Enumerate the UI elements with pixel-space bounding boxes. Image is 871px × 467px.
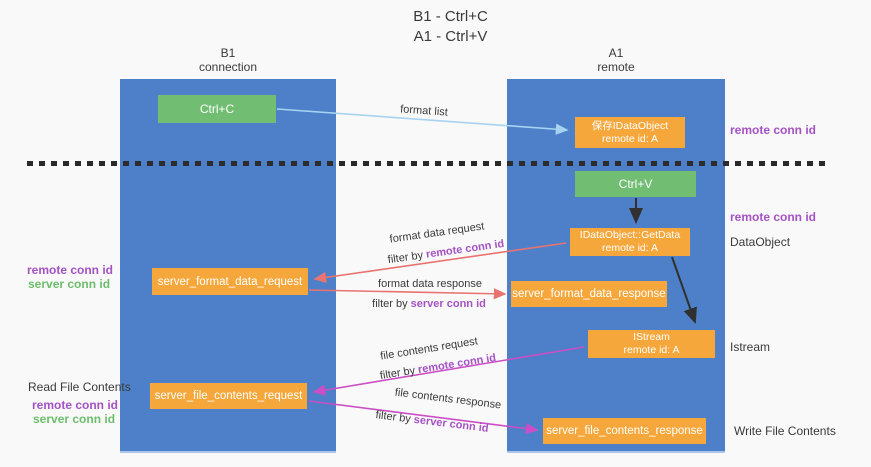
file-contents-response-arrow-label: file contents response (394, 386, 502, 412)
server-file-contents-request-label: server_file_contents_request (154, 390, 303, 402)
column-a1-name: A1 (608, 46, 624, 60)
remote-conn-id-label-left-1: remote conn id (27, 263, 114, 277)
istream-line1: IStream (633, 331, 670, 343)
filter-prefix-1: filter by (387, 248, 427, 267)
format-data-response-arrow-label: format data response (378, 278, 482, 290)
istream-box: IStream remote id: A (588, 330, 715, 358)
ctrl-c-label: Ctrl+C (199, 102, 235, 116)
server-format-data-response-label: server_format_data_response (512, 288, 666, 300)
filter-by-server-conn-id-label-1: filter by server conn id (372, 298, 486, 310)
getdata-line2: remote id: A (601, 242, 659, 254)
filter-value-4: server conn id (413, 413, 490, 435)
ctrl-v-label: Ctrl+V (618, 177, 653, 191)
filter-value-2: server conn id (410, 298, 486, 310)
title-line-2: A1 - Ctrl+V (413, 28, 488, 45)
remote-conn-id-label-mid-right: remote conn id (730, 210, 817, 224)
read-file-contents-label: Read File Contents (28, 380, 131, 394)
istream-line2: remote id: A (623, 344, 680, 356)
saved-idataobject-line2: remote id: A (601, 132, 659, 145)
column-b1-role: connection (198, 60, 258, 74)
idataobject-getdata-box: IDataObject::GetData remote id: A (570, 228, 690, 256)
ctrl-c-box: Ctrl+C (158, 95, 276, 123)
filter-by-server-conn-id-label-2: filter by server conn id (375, 409, 489, 435)
saved-idataobject-line1: 保存IDataObject (591, 119, 669, 132)
remote-conn-id-label-top-right: remote conn id (730, 123, 817, 137)
filter-prefix-2: filter by (372, 298, 411, 310)
server-format-data-response-box: server_format_data_response (511, 281, 667, 307)
server-format-data-request-box: server_format_data_request (152, 268, 308, 295)
saved-idataobject-box: 保存IDataObject remote id: A (575, 117, 685, 148)
title-line-1: B1 - Ctrl+C (413, 8, 488, 25)
column-b1-name: B1 (220, 46, 236, 60)
column-header-b1: B1 connection (120, 46, 336, 74)
diagram-title: B1 - Ctrl+C A1 - Ctrl+V (15, 7, 871, 47)
filter-prefix-3: filter by (379, 364, 420, 383)
server-file-contents-response-box: server_file_contents_response (543, 418, 706, 444)
getdata-line1: IDataObject::GetData (579, 229, 681, 241)
dataobject-label: DataObject (730, 235, 791, 249)
istream-side-label: Istream (730, 340, 771, 354)
filter-prefix-4: filter by (374, 409, 415, 426)
remote-conn-id-label-left-2: remote conn id (32, 398, 119, 412)
separator-dashed-line (27, 161, 830, 166)
server-file-contents-response-label: server_file_contents_response (546, 425, 703, 437)
column-header-a1: A1 remote (507, 46, 725, 74)
server-conn-id-label-left-2: server conn id (33, 412, 116, 426)
column-a1-role: remote (597, 60, 635, 74)
server-format-data-request-label: server_format_data_request (157, 275, 303, 288)
filter-value-1: remote conn id (425, 237, 505, 261)
server-conn-id-label-left-1: server conn id (28, 277, 111, 291)
ctrl-v-box: Ctrl+V (575, 171, 696, 197)
format-list-arrow-label: format list (399, 103, 449, 119)
format-data-response-arrow (308, 288, 507, 300)
filter-value-3: remote conn id (417, 351, 497, 377)
server-file-contents-request-box: server_file_contents_request (150, 383, 307, 409)
write-file-contents-label: Write File Contents (734, 424, 836, 438)
